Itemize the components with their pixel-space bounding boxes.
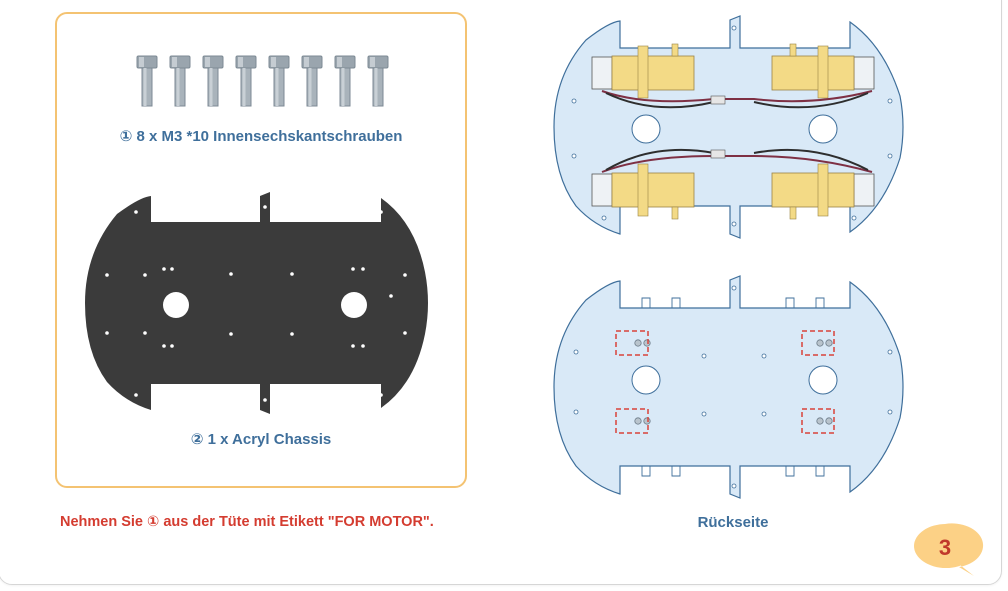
screws-illustration	[136, 55, 389, 107]
motor-bottom-right	[771, 163, 875, 220]
screws-caption: ① 8 x M3 *10 Innensechskantschrauben	[119, 128, 403, 145]
motor-bottom-left	[591, 163, 695, 220]
step-badge-bubble	[914, 523, 984, 576]
motor-top-right	[771, 43, 875, 99]
chassis-caption: ② 1 x Acryl Chassis	[190, 431, 332, 448]
rear-chassis-illustration	[553, 275, 904, 499]
motor-top-left	[591, 43, 695, 99]
instruction-note: Nehmen Sie ① aus der Tüte mit Etikett "F…	[60, 514, 434, 530]
step-number: 3	[938, 535, 952, 560]
assembled-chassis-illustration	[553, 15, 904, 239]
rear-caption: Rückseite	[697, 514, 769, 531]
parts-panel: ① 8 x M3 *10 Innensechskantschrauben ② 1…	[55, 12, 467, 488]
black-chassis-illustration	[85, 192, 428, 414]
